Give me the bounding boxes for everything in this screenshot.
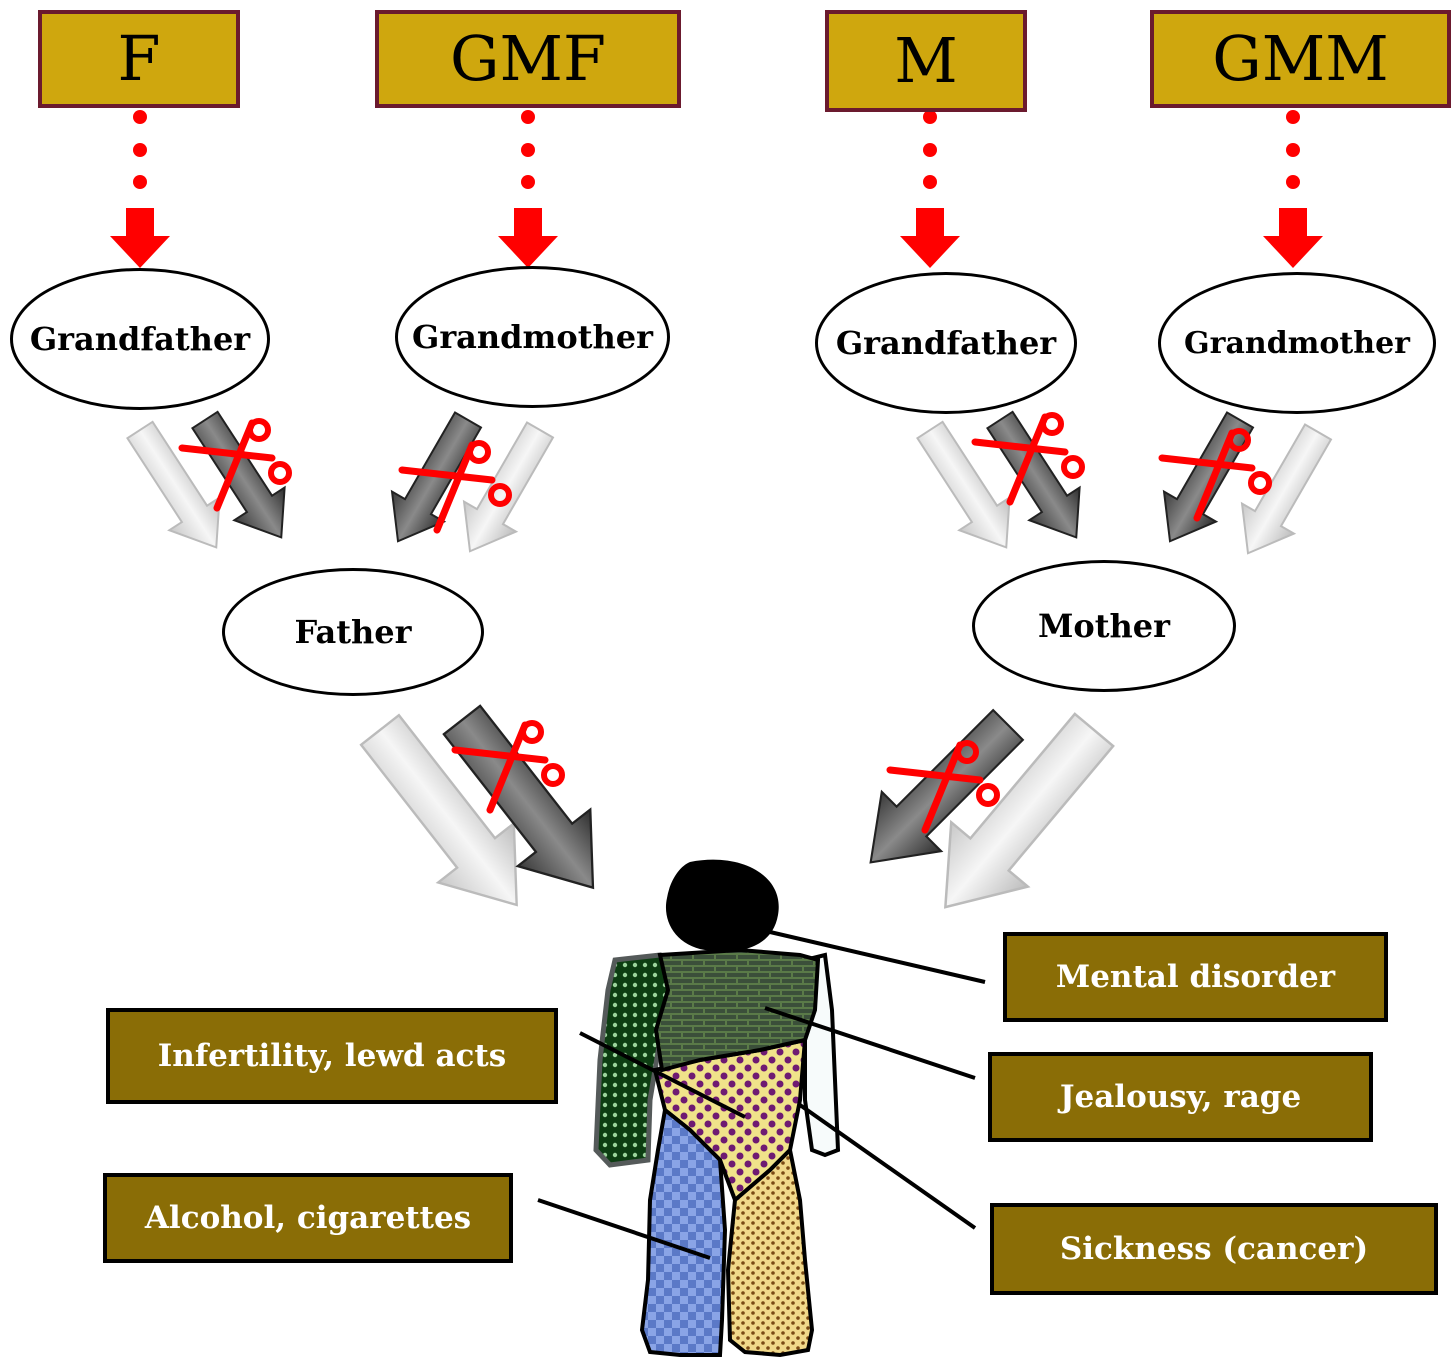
- box-gmf: GMF: [375, 10, 681, 108]
- red-dotted-arrow-icon: [1263, 110, 1323, 268]
- label-mental-disorder: Mental disorder: [1003, 932, 1388, 1022]
- box-m: M: [825, 10, 1027, 112]
- maternal-grandmother-oval: Grandmother: [1158, 272, 1436, 414]
- connector-lines: [537, 930, 986, 1260]
- label-alcohol: Alcohol, cigarettes: [103, 1173, 513, 1263]
- label-jealousy-rage: Jealousy, rage: [988, 1052, 1373, 1142]
- human-figure: [593, 859, 841, 1358]
- mother-oval: Mother: [972, 560, 1236, 692]
- father-oval: Father: [222, 568, 484, 696]
- box-f: F: [38, 10, 240, 108]
- label-sickness: Sickness (cancer): [990, 1203, 1438, 1295]
- paternal-grandfather-oval: Grandfather: [10, 268, 270, 410]
- red-dotted-arrow-icon: [498, 110, 558, 268]
- box-gmm: GMM: [1150, 10, 1451, 108]
- red-dotted-arrow-icon: [110, 110, 170, 268]
- label-infertility: Infertility, lewd acts: [106, 1008, 558, 1104]
- red-dotted-arrow-icon: [900, 110, 960, 268]
- maternal-grandfather-oval: Grandfather: [815, 272, 1077, 414]
- paternal-grandmother-oval: Grandmother: [395, 266, 670, 408]
